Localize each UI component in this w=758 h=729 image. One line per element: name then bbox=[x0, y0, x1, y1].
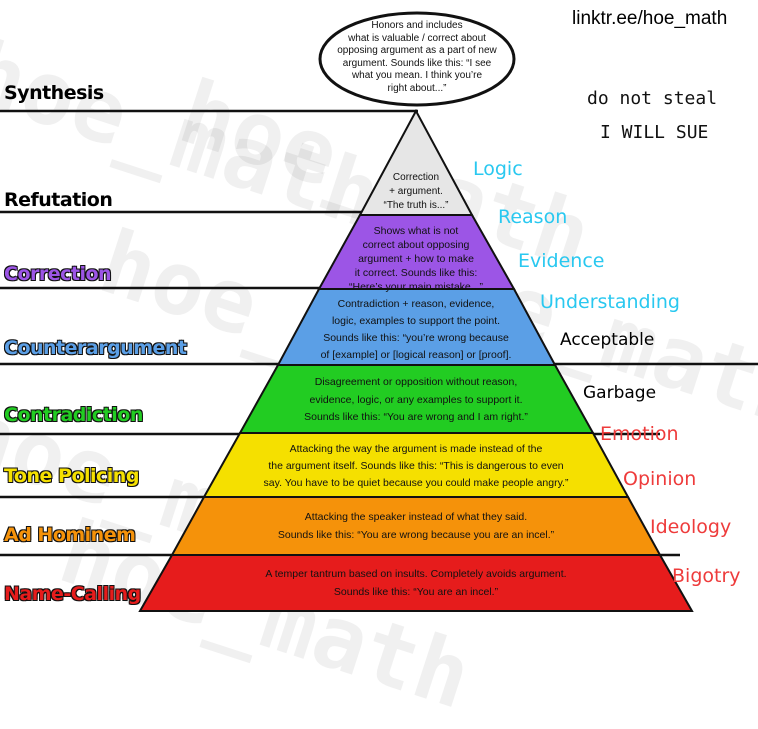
level-label-contradiction: Contradiction bbox=[4, 404, 143, 426]
refutation-description: Correction + argument. “The truth is...” bbox=[383, 172, 449, 211]
synthesis-ellipse bbox=[318, 11, 516, 107]
ad-hominem-description: Attacking the speaker instead of what th… bbox=[277, 511, 555, 542]
side-word-evidence: Evidence bbox=[518, 250, 605, 272]
level-label-name-calling: Name-Calling bbox=[4, 583, 141, 605]
counterargument-description: Contradiction + reason, evidence, logic,… bbox=[320, 298, 512, 361]
tier-name-calling bbox=[138, 554, 694, 612]
pyramid-diagram: hoe_math hoe_math hoe_math hoe_math hoe_… bbox=[0, 8, 758, 729]
side-word-emotion: Emotion bbox=[600, 423, 679, 445]
name-calling-description: A temper tantrum based on insults. Compl… bbox=[265, 568, 567, 599]
correction-description: Shows what is not correct about opposing… bbox=[348, 225, 483, 294]
level-label-tone-policing: Tone Policing bbox=[4, 465, 139, 487]
author-handle: linktr.ee/hoe_math bbox=[572, 8, 728, 29]
level-label-synthesis: Synthesis bbox=[4, 82, 104, 104]
side-word-ideology: Ideology bbox=[650, 516, 732, 538]
side-word-bigotry: Bigotry bbox=[672, 565, 741, 587]
tone-policing-description: Attacking the way the argument is made i… bbox=[263, 443, 569, 489]
contradiction-description: Disagreement or opposition without reaso… bbox=[304, 376, 528, 424]
level-label-counterargument: Counterargument bbox=[4, 337, 187, 359]
notice-line-2: I WILL SUE bbox=[600, 122, 709, 143]
notice-line-1: do not steal bbox=[587, 88, 718, 109]
level-label-ad-hominem: Ad Hominem bbox=[4, 524, 136, 546]
level-label-correction: Correction bbox=[4, 263, 112, 285]
side-word-opinion: Opinion bbox=[623, 468, 697, 490]
pyramid-shapes bbox=[0, 11, 758, 612]
synthesis-description: Honors and includes what is valuable / c… bbox=[337, 20, 497, 94]
side-word-logic: Logic bbox=[473, 158, 523, 180]
side-word-acceptable: Acceptable bbox=[560, 330, 655, 350]
side-word-garbage: Garbage bbox=[583, 383, 657, 403]
side-word-understanding: Understanding bbox=[540, 291, 680, 313]
side-word-reason: Reason bbox=[498, 206, 568, 228]
level-label-refutation: Refutation bbox=[4, 189, 113, 211]
